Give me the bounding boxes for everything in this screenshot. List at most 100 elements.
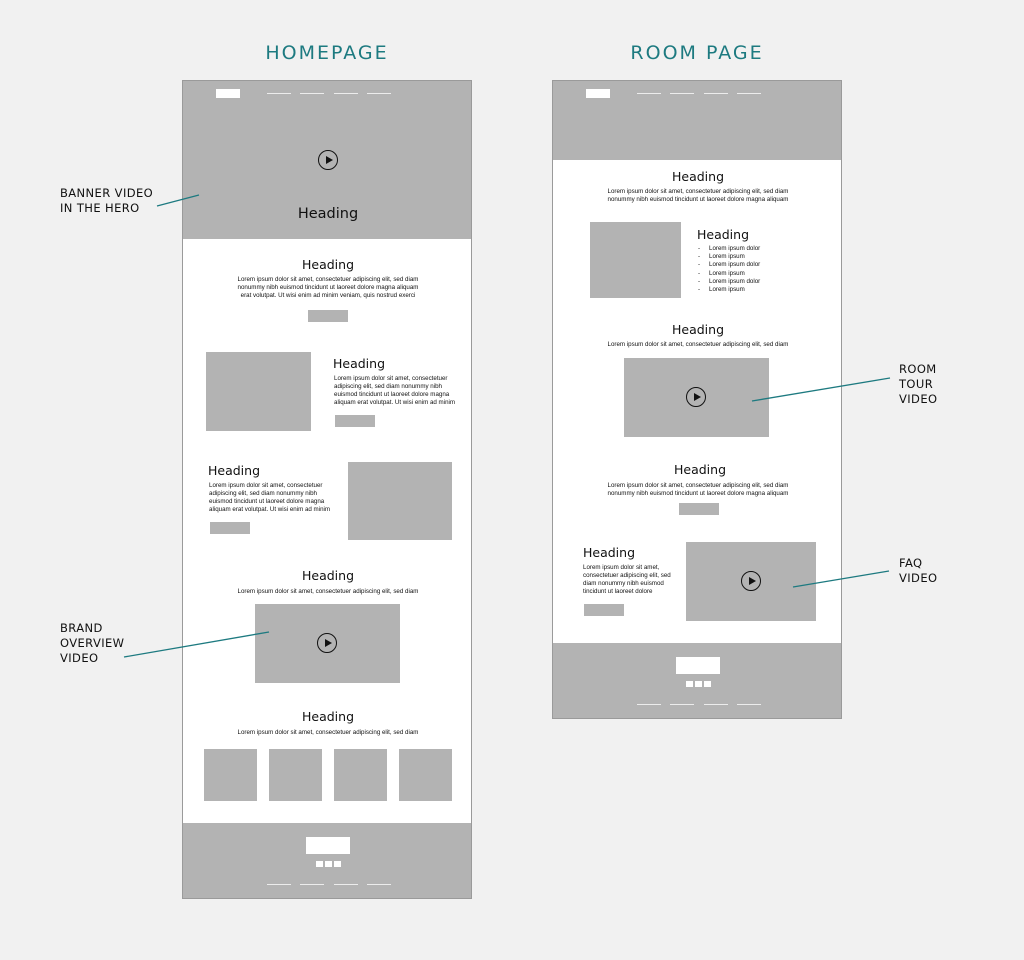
faq-text-4: tincidunt ut laoreet dolore <box>583 588 653 595</box>
footer <box>183 823 471 898</box>
feature-image <box>348 462 452 540</box>
faq-text-1: Lorem ipsum dolor sit amet, <box>583 564 660 571</box>
hero-heading: Heading <box>297 206 359 222</box>
amenities-heading: Heading <box>697 227 750 242</box>
amenity-item: Lorem ipsum <box>698 286 760 294</box>
annotation-room-tour-video: ROOM TOUR VIDEO <box>899 362 938 406</box>
room-tour-leader <box>751 377 891 402</box>
footer-link <box>637 704 661 705</box>
faq-text-3: diam nonummy nibh euismod <box>583 580 664 587</box>
footer-link <box>300 884 324 885</box>
feature-right-text-1: Lorem ipsum dolor sit amet, consectetuer <box>334 375 448 382</box>
intro-text-2: nonummy nibh euismod tincidunt ut laoree… <box>237 284 419 291</box>
homepage-title: HOMEPAGE <box>265 42 389 64</box>
feature-left-text-3: euismod tincidunt ut laoreet dolore magn… <box>209 498 325 505</box>
amenity-item: Lorem ipsum <box>698 270 760 278</box>
brand-overview-video[interactable] <box>255 604 400 683</box>
footer-logo <box>676 657 720 674</box>
play-icon <box>317 633 337 653</box>
footer-link <box>367 884 391 885</box>
info-text-1: Lorem ipsum dolor sit amet, consectetuer… <box>607 482 789 489</box>
social-icon[interactable] <box>325 861 332 867</box>
gallery-heading: Heading <box>301 709 354 724</box>
info-heading: Heading <box>673 462 726 477</box>
brand-video-leader <box>123 631 270 658</box>
banner-video-leader <box>156 194 200 207</box>
social-icon[interactable] <box>316 861 323 867</box>
faq-text-2: consectetuer adipiscing elit, sed <box>583 572 671 579</box>
faq-button[interactable] <box>584 604 624 616</box>
tour-heading: Heading <box>671 322 724 337</box>
room-intro-text-1: Lorem ipsum dolor sit amet, consectetuer… <box>607 188 789 195</box>
nav-link <box>737 93 761 94</box>
play-icon <box>741 571 761 591</box>
video-heading: Heading <box>301 568 354 583</box>
feature-left-text-2: adipiscing elit, sed diam nonummy nibh <box>209 490 317 497</box>
footer-link <box>737 704 761 705</box>
nav-link <box>300 93 324 94</box>
social-icon[interactable] <box>695 681 702 687</box>
gallery-image <box>204 749 257 801</box>
hero-banner: Heading <box>183 81 471 239</box>
faq-video-leader <box>792 570 890 588</box>
amenities-list: Lorem ipsum dolor Lorem ipsum Lorem ipsu… <box>698 245 760 294</box>
social-icon[interactable] <box>334 861 341 867</box>
homepage-wireframe: Heading Heading Lorem ipsum dolor sit am… <box>182 80 472 899</box>
feature-left-button[interactable] <box>210 522 250 534</box>
footer-link <box>267 884 291 885</box>
nav-link <box>334 93 358 94</box>
faq-video[interactable] <box>686 542 816 621</box>
social-icon[interactable] <box>704 681 711 687</box>
intro-text-1: Lorem ipsum dolor sit amet, consectetuer… <box>237 276 419 283</box>
amenity-item: Lorem ipsum dolor <box>698 261 760 269</box>
room-image <box>590 222 681 298</box>
footer-link <box>334 884 358 885</box>
room-page-title: ROOM PAGE <box>630 42 764 64</box>
intro-heading: Heading <box>301 257 354 272</box>
intro-button[interactable] <box>308 310 348 322</box>
gallery-text: Lorem ipsum dolor sit amet, consectetuer… <box>237 729 419 736</box>
feature-left-heading: Heading <box>208 463 261 478</box>
amenity-item: Lorem ipsum dolor <box>698 278 760 286</box>
room-page-wireframe: Heading Lorem ipsum dolor sit amet, cons… <box>552 80 842 719</box>
amenity-item: Lorem ipsum dolor <box>698 245 760 253</box>
gallery-image <box>399 749 452 801</box>
footer-link <box>670 704 694 705</box>
info-text-2: nonummy nibh euismod tincidunt ut laoree… <box>607 490 789 497</box>
nav-link <box>267 93 291 94</box>
social-icon[interactable] <box>686 681 693 687</box>
footer <box>553 643 841 718</box>
amenity-item: Lorem ipsum <box>698 253 760 261</box>
logo <box>216 89 240 98</box>
gallery-image <box>334 749 387 801</box>
play-icon <box>686 387 706 407</box>
feature-right-text-3: euismod tincidunt ut laoreet dolore magn… <box>334 391 450 398</box>
footer-link <box>704 704 728 705</box>
gallery-image <box>269 749 322 801</box>
annotation-faq-video: FAQ VIDEO <box>899 556 938 585</box>
nav-link <box>367 93 391 94</box>
feature-left-text-1: Lorem ipsum dolor sit amet, consectetuer <box>209 482 323 489</box>
feature-right-button[interactable] <box>335 415 375 427</box>
intro-text-3: erat volutpat. Ut wisi enim ad minim ven… <box>240 292 416 299</box>
feature-left-text-4: aliquam erat volutpat. Ut wisi enim ad m… <box>209 506 331 513</box>
feature-right-heading: Heading <box>333 356 386 371</box>
room-intro-text-2: nonummy nibh euismod tincidunt ut laoree… <box>607 196 789 203</box>
info-button[interactable] <box>679 503 719 515</box>
feature-image <box>206 352 311 431</box>
feature-right-text-4: aliquam erat volutpat. Ut wisi enim ad m… <box>334 399 456 406</box>
room-tour-video[interactable] <box>624 358 769 437</box>
room-header <box>553 81 841 160</box>
nav-link <box>670 93 694 94</box>
feature-right-text-2: adipiscing elit, sed diam nonummy nibh <box>334 383 442 390</box>
faq-heading: Heading <box>583 545 636 560</box>
footer-logo <box>306 837 350 854</box>
room-intro-heading: Heading <box>671 169 724 184</box>
logo <box>586 89 610 98</box>
annotation-banner-video: BANNER VIDEO IN THE HERO <box>60 186 154 215</box>
nav-link <box>704 93 728 94</box>
tour-text: Lorem ipsum dolor sit amet, consectetuer… <box>607 341 789 348</box>
annotation-brand-overview-video: BRAND OVERVIEW VIDEO <box>60 621 125 665</box>
video-text: Lorem ipsum dolor sit amet, consectetuer… <box>237 588 419 595</box>
